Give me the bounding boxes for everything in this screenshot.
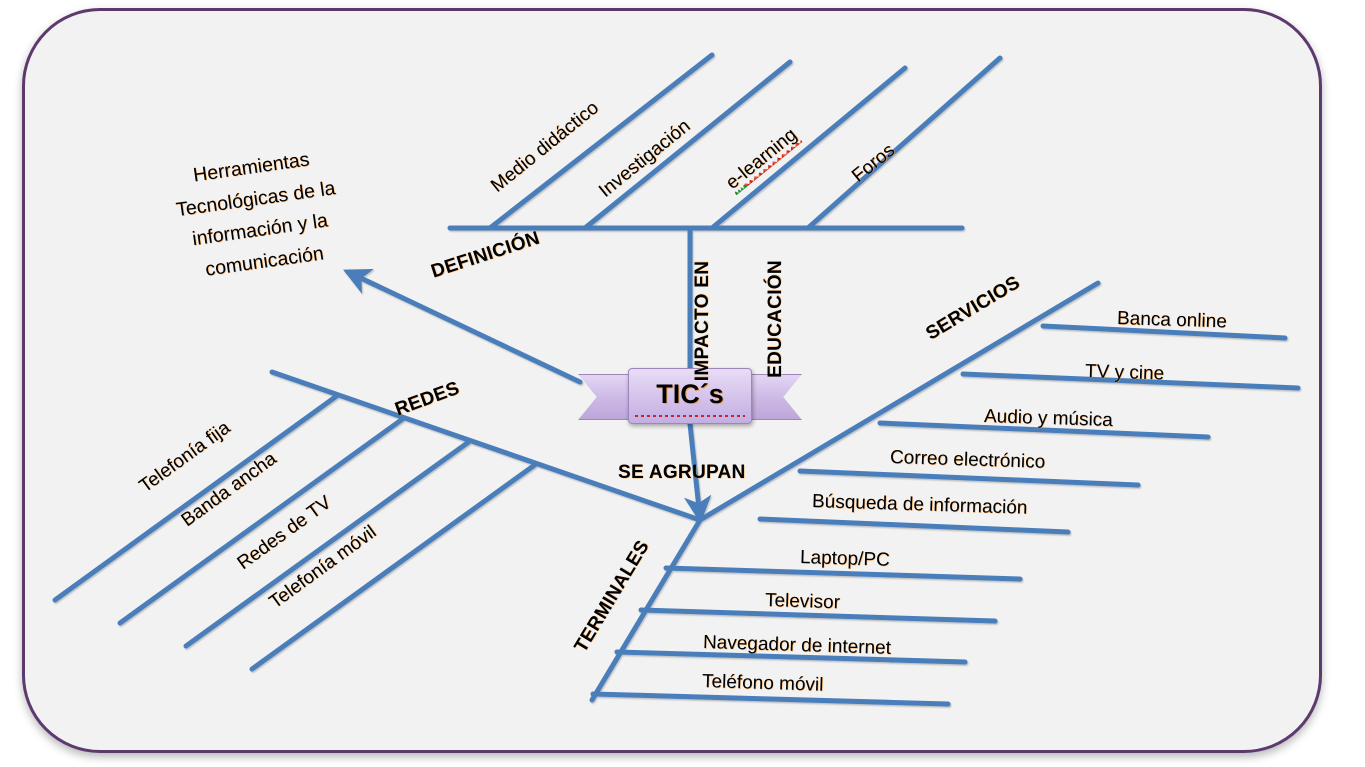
leaf-label-tv-y-cine: TV y cine: [1084, 361, 1165, 385]
spellcheck-underline-tics: [635, 415, 745, 417]
leaf-label-banca-online: Banca online: [1116, 308, 1228, 333]
central-node-label: TIC´s: [656, 379, 724, 409]
connector-label-impacto-en: IMPACTO EN: [692, 260, 713, 382]
leaf-label-telefono-movil: Teléfono móvil: [701, 671, 824, 696]
central-node-banner[interactable]: TIC´s: [578, 368, 802, 424]
leaf-label-audio-y-musica: Audio y música: [983, 406, 1114, 432]
central-node-plate: TIC´s: [628, 368, 752, 424]
connector-label-educacion: EDUCACIÓN: [765, 260, 786, 378]
definition-text-block: Herramientas Tecnológicas de la informac…: [155, 139, 361, 291]
connector-label-se-agrupan: SE AGRUPAN: [618, 462, 746, 483]
leaf-label-televisor: Televisor: [764, 590, 841, 614]
leaf-label-laptop-pc: Laptop/PC: [799, 547, 891, 571]
